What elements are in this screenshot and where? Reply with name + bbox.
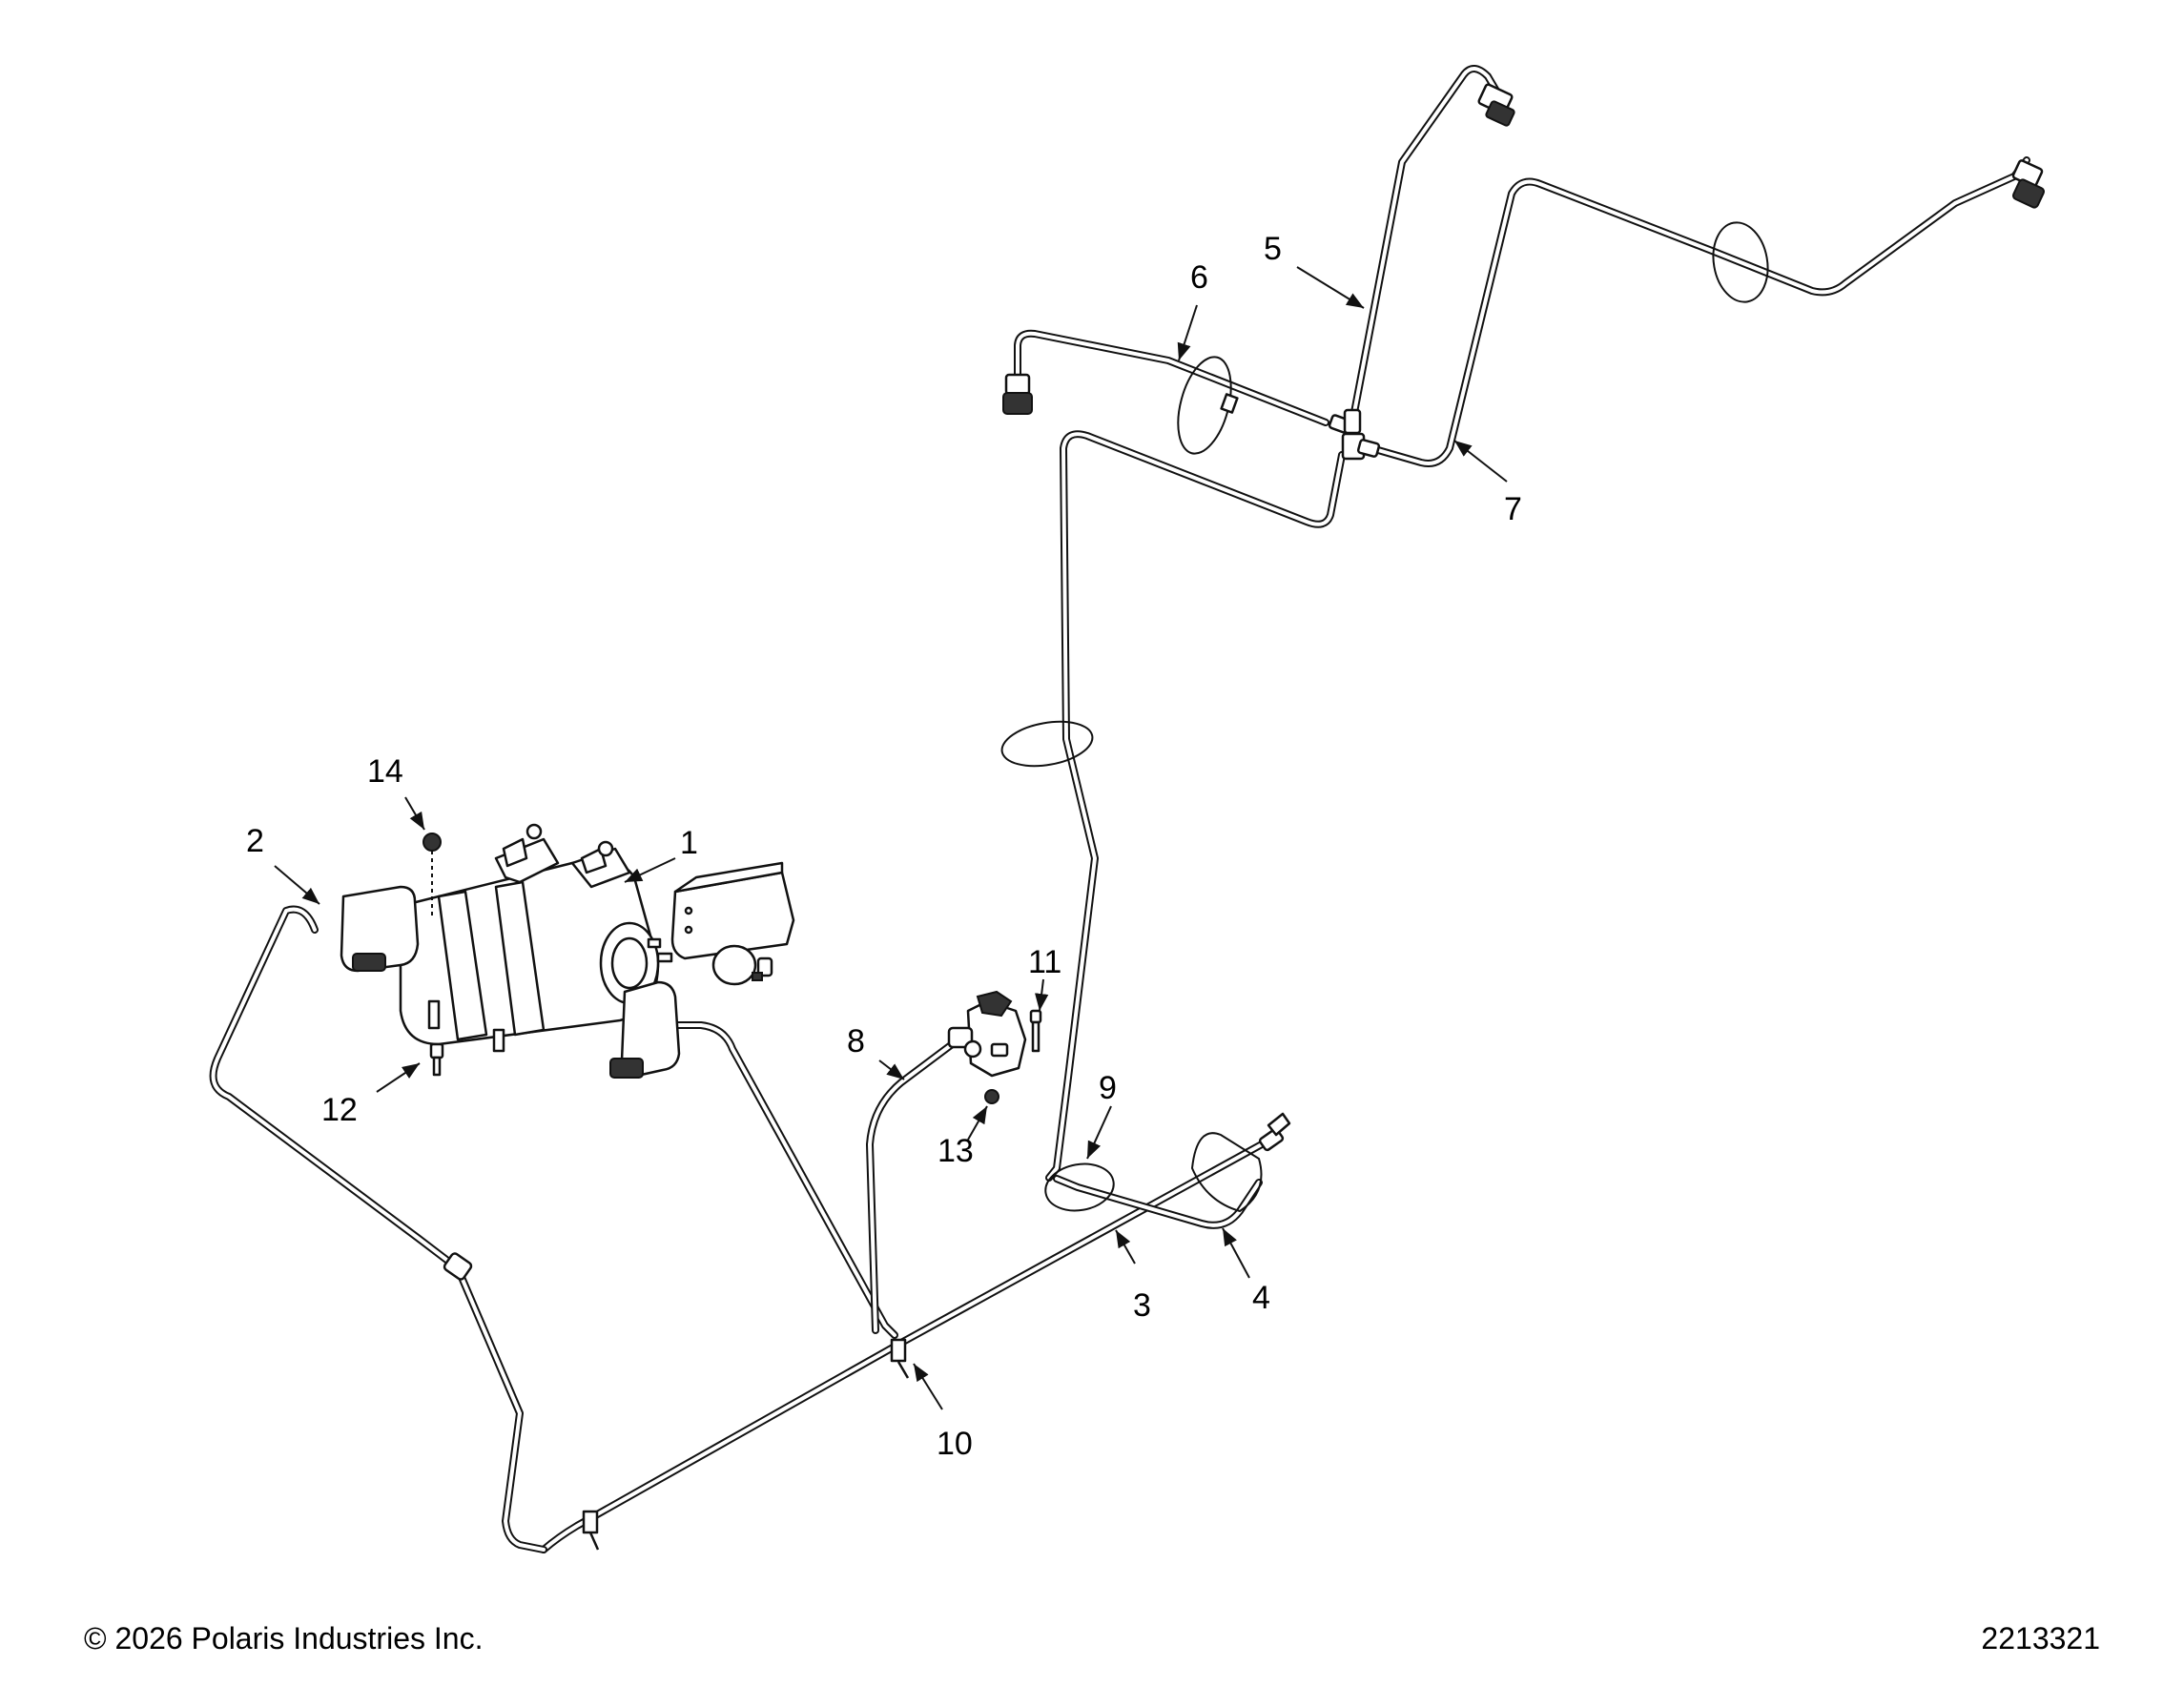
fitting-top (1477, 83, 1515, 127)
fitting-left (1002, 373, 1033, 415)
nut-14 (422, 833, 442, 915)
callout-10: 10 (937, 1426, 973, 1462)
callout-5: 5 (1264, 231, 1282, 267)
callout-3: 3 (1133, 1287, 1151, 1324)
fitting-lower-right (1258, 1112, 1291, 1152)
master-cylinder-assembly (340, 823, 681, 1079)
copyright-text: © 2026 Polaris Industries Inc. (84, 1621, 484, 1656)
callout-7: 7 (1504, 491, 1522, 527)
callout-1: 1 (680, 825, 698, 861)
nut-13 (984, 1089, 999, 1104)
proportioning-valve (947, 990, 1027, 1078)
callout-2: 2 (246, 823, 264, 859)
callout-12: 12 (321, 1092, 358, 1128)
tube-clips (582, 221, 1769, 1551)
callout-14: 14 (367, 753, 403, 790)
fittings (443, 83, 2046, 1281)
callout-4: 4 (1252, 1280, 1270, 1316)
junction-tee (1328, 408, 1381, 461)
callout-11: 11 (1028, 944, 1061, 980)
callout-8: 8 (847, 1023, 865, 1059)
callout-labels: 1 2 3 4 5 6 7 8 9 10 11 12 13 14 (246, 231, 1522, 1462)
fitting-right (2011, 159, 2046, 209)
callout-6: 6 (1190, 259, 1208, 296)
sensor-module (670, 861, 795, 986)
diagram-number: 2213321 (1981, 1621, 2100, 1656)
callout-13: 13 (937, 1133, 974, 1169)
brake-tubes (209, 65, 2030, 1553)
callout-9: 9 (1099, 1070, 1117, 1106)
bolt-11 (1029, 1009, 1042, 1053)
bolt-12 (429, 1042, 444, 1077)
coupler-left (443, 1252, 473, 1281)
leader-lines (274, 266, 1508, 1410)
